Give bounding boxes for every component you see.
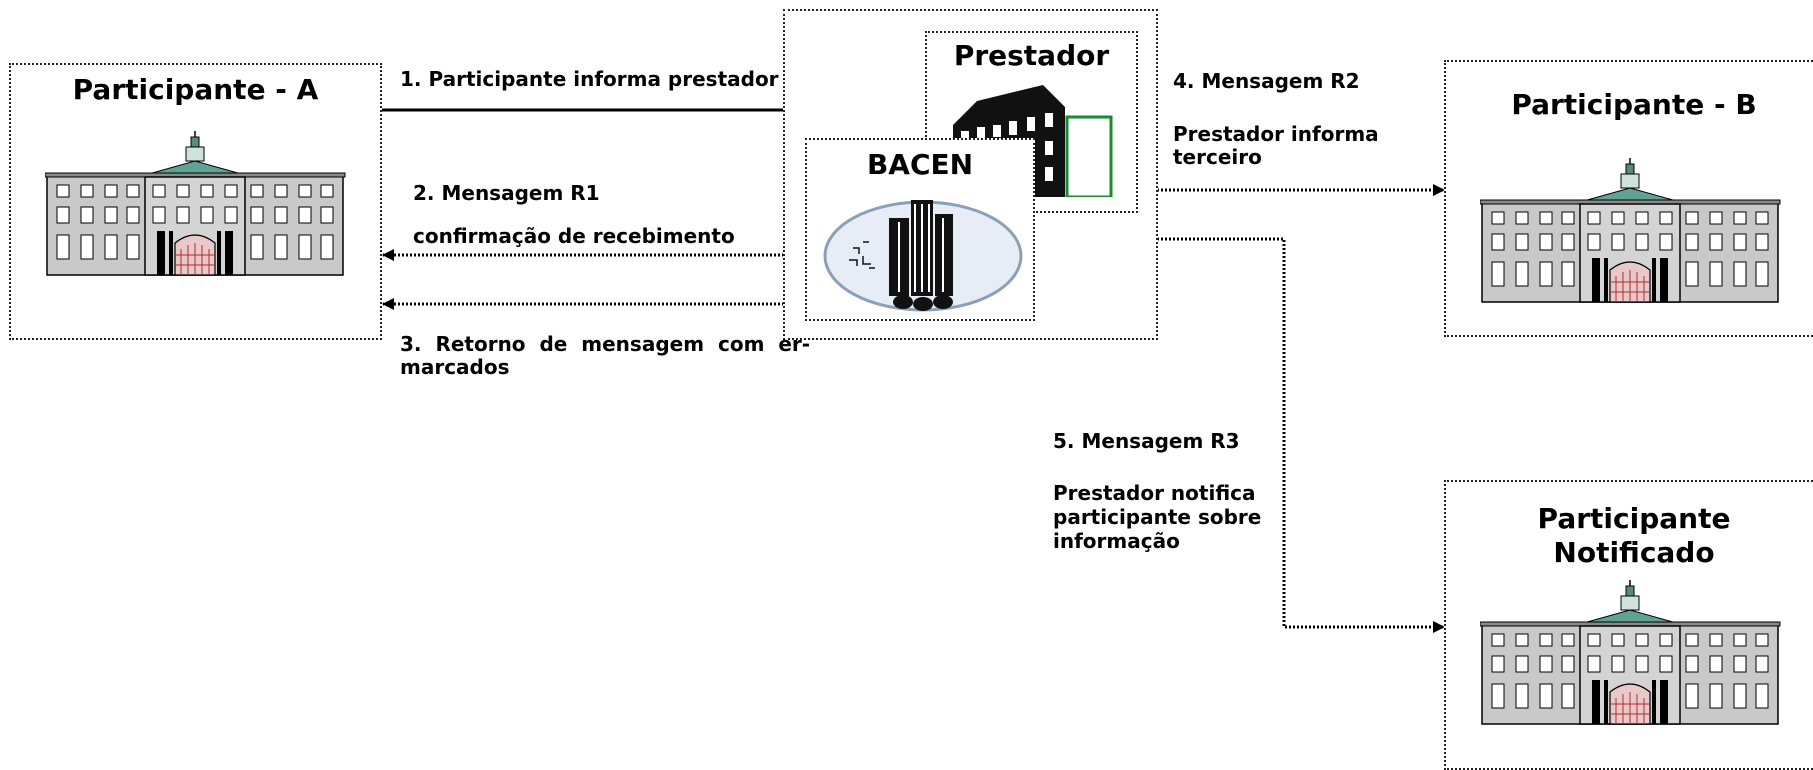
message-5-title: 5. Mensagem R3	[1053, 429, 1240, 453]
participant-a-title: Participante - A	[72, 73, 319, 106]
message-2-title: 2. Mensagem R1	[413, 181, 600, 205]
message-2-text: confirmação de recebimento	[413, 224, 735, 248]
building-icon	[45, 131, 346, 276]
arrow-5-line	[1157, 237, 1445, 633]
building-icon	[1480, 158, 1781, 303]
message-5-line2: participante sobre	[1053, 505, 1262, 529]
building-icon	[1480, 580, 1781, 725]
connector-layer	[381, 108, 1445, 633]
center-box: Prestador BACEN	[783, 9, 1158, 340]
participant-notified-title-line1: Participante	[1537, 502, 1731, 535]
participant-b-title: Participante - B	[1511, 88, 1757, 121]
message-3-line1: 3. Retorno de mensagem com er-	[400, 332, 811, 356]
bacen-building-icon	[823, 200, 1023, 312]
message-1-label: 1. Participante informa prestador	[400, 67, 779, 91]
message-5-line3: informação	[1053, 529, 1180, 553]
bacen-title: BACEN	[866, 148, 974, 181]
message-4-line2: terceiro	[1173, 145, 1262, 169]
message-4-line1: Prestador informa	[1173, 122, 1379, 146]
bacen-panel: BACEN	[805, 138, 1035, 321]
message-3-line2: marcados	[400, 355, 510, 379]
message-5-line1: Prestador notifica	[1053, 481, 1256, 505]
participant-b-box: Participante - B	[1444, 60, 1813, 337]
participant-notified-title-line2: Notificado	[1553, 536, 1715, 569]
participant-notified-box: Participante Notificado	[1444, 480, 1813, 770]
participant-a-box: Participante - A	[9, 63, 382, 340]
message-4-title: 4. Mensagem R2	[1173, 69, 1360, 93]
prestador-title: Prestador	[953, 39, 1110, 72]
